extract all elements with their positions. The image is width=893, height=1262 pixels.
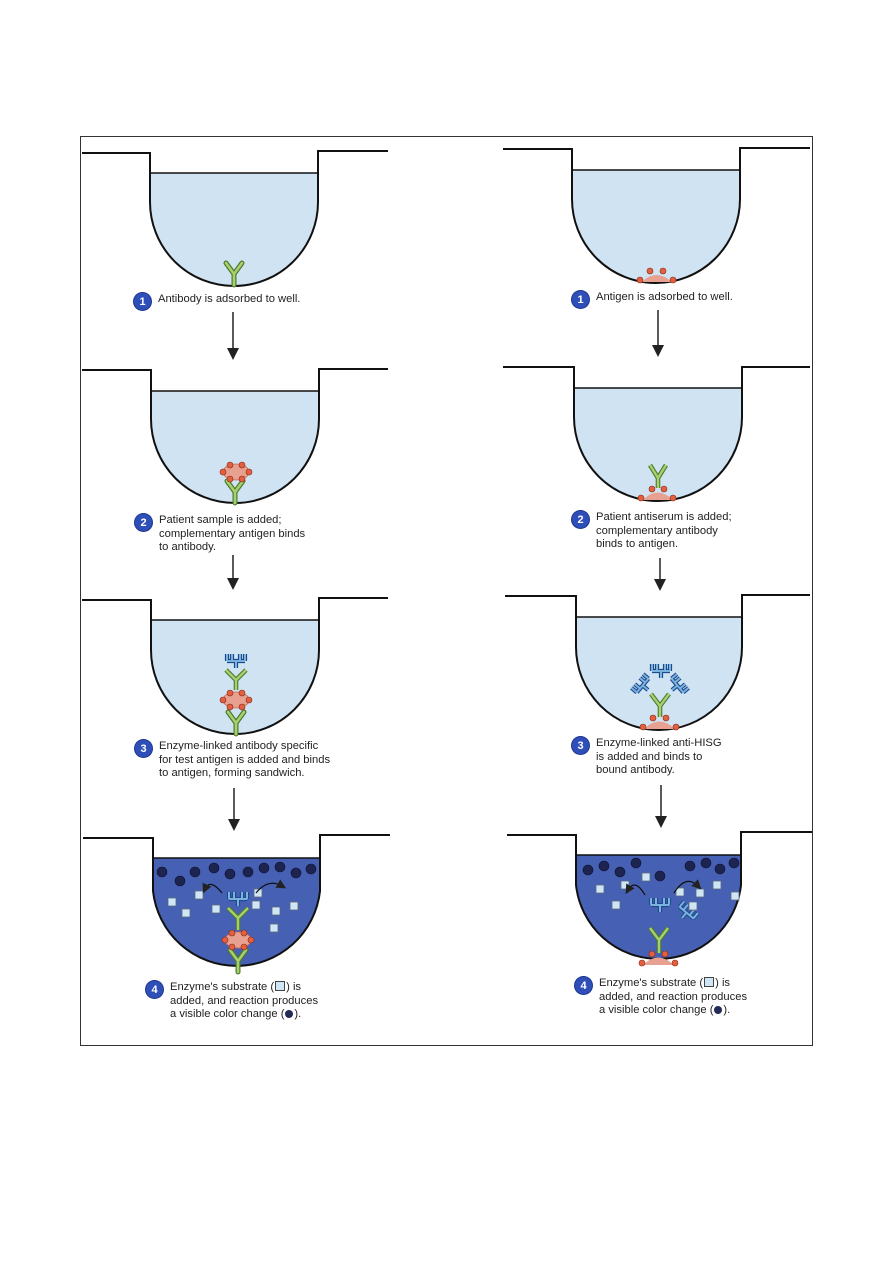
step-number-badge: 1 [572,291,589,308]
right-step-1: 1 Antigen is adsorbed to well. [572,291,733,308]
step-caption: Enzyme-linked anti-HISG is added and bin… [596,737,722,776]
step-caption: Patient sample is added; complementary a… [159,514,306,553]
left-step-1: 1 Antibody is adsorbed to well. [134,293,300,310]
step-caption: Antigen is adsorbed to well. [596,291,733,303]
right-well-1 [503,147,810,284]
right-step-3: 3 Enzyme-linked anti-HISG is added and b… [572,737,722,778]
step-caption: Enzyme's substrate () is added, and reac… [599,977,748,1016]
step-caption: Patient antiserum is added; complementar… [596,511,732,550]
step-number-badge: 3 [135,740,152,757]
product-dot-icon [285,1010,294,1018]
right-well-3 [505,594,810,731]
left-step-2: 2 Patient sample is added; complementary… [135,514,305,555]
substrate-square-icon [704,977,715,987]
step-number-badge: 4 [146,981,163,998]
substrate-square-icon [275,981,286,991]
left-well-4 [83,834,390,972]
right-well-2 [503,366,810,502]
left-step-3: 3 Enzyme-linked antibody specific for te… [135,740,330,781]
right-well-4 [507,831,812,967]
right-step-4: 4 Enzyme's substrate () is added, and re… [575,977,747,1018]
step-number-badge: 2 [135,514,152,531]
step-caption: Antibody is adsorbed to well. [158,293,301,305]
diagram-frame [80,136,813,1046]
product-dot-icon [714,1006,723,1014]
left-well-1 [82,150,388,286]
right-step-2: 2 Patient antiserum is added; complement… [572,511,732,552]
left-well-2 [82,368,388,503]
step-number-badge: 1 [134,293,151,310]
step-caption: Enzyme's substrate () is added, and reac… [170,981,319,1020]
left-step-4: 4 Enzyme's substrate () is added, and re… [146,981,318,1022]
step-number-badge: 4 [575,977,592,994]
step-number-badge: 2 [572,511,589,528]
step-number-badge: 3 [572,737,589,754]
step-caption: Enzyme-linked antibody specific for test… [159,740,331,779]
left-well-3 [82,597,388,734]
